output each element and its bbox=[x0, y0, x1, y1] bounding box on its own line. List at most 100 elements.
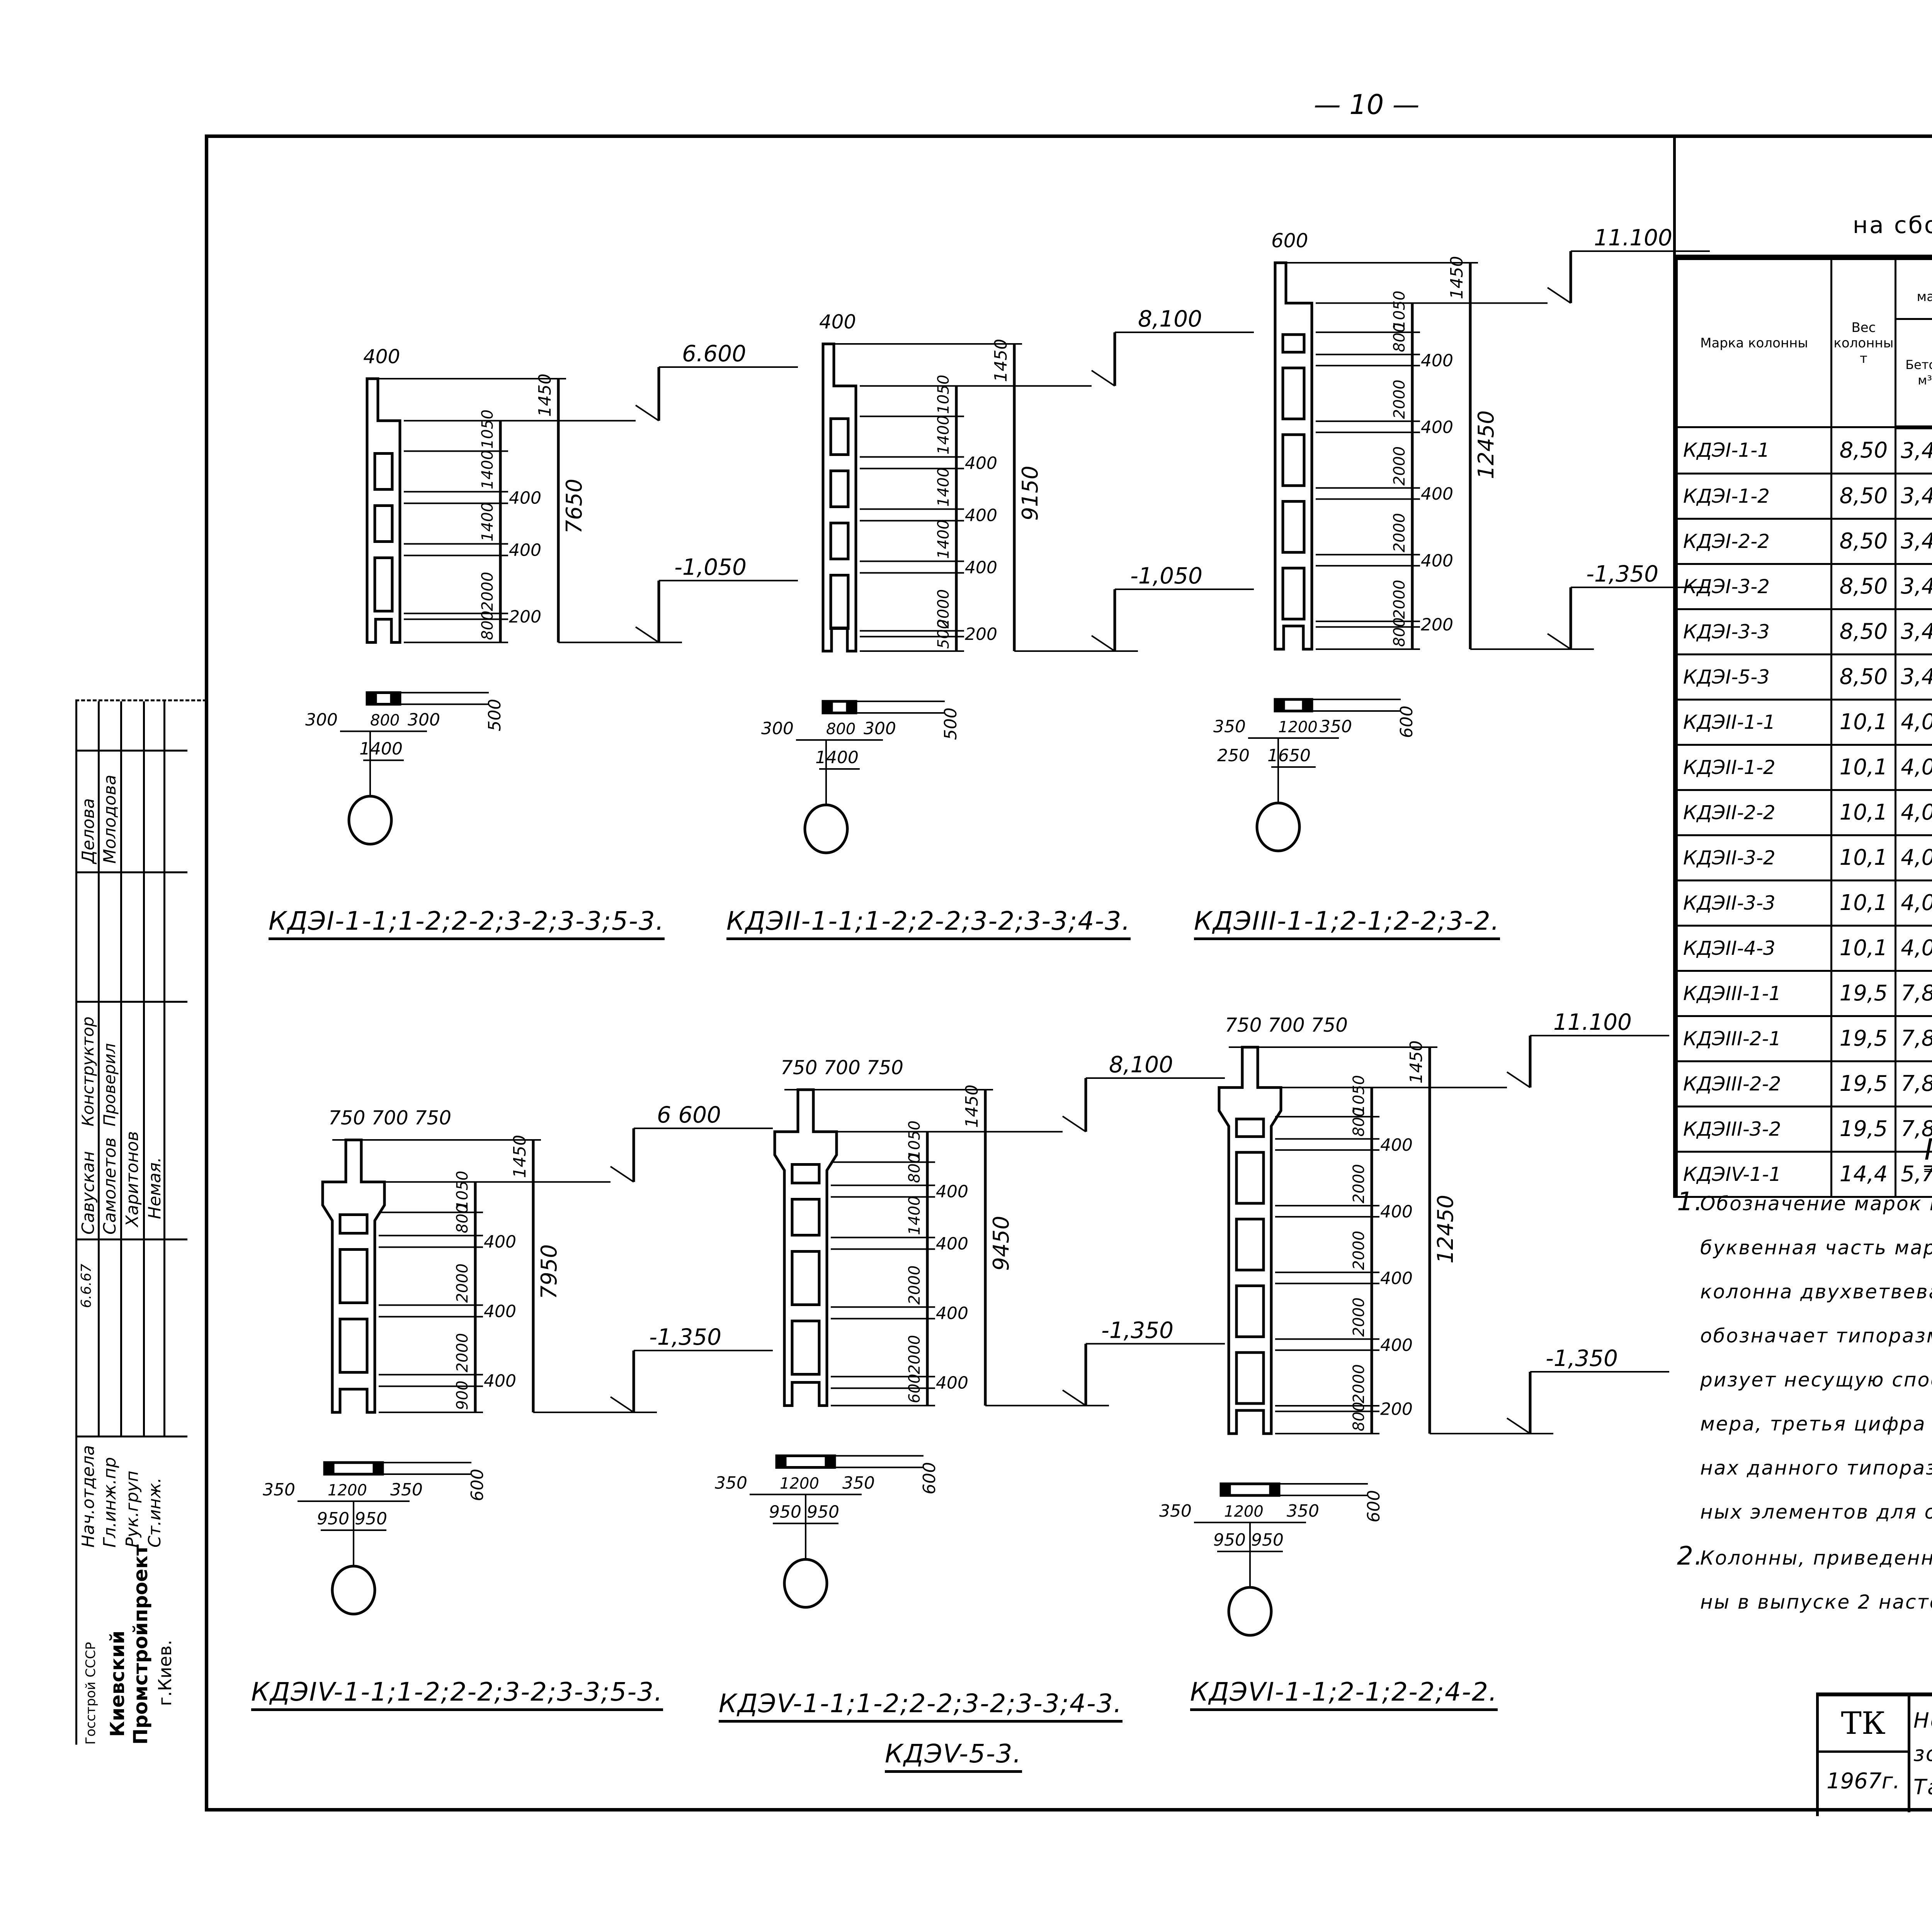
top-width-label: 750 700 750 bbox=[328, 1107, 451, 1129]
dimension-label: 400 bbox=[1421, 551, 1453, 571]
column-opening bbox=[1235, 1218, 1265, 1272]
dimension-label: 1050 bbox=[935, 375, 952, 414]
title-block-year: 1967г. bbox=[1819, 1750, 1910, 1812]
dimension-label: 2000 bbox=[1350, 1364, 1368, 1403]
column-opening bbox=[829, 417, 850, 456]
section-width-label: 350 bbox=[1287, 1501, 1319, 1521]
section-branch bbox=[372, 1461, 384, 1476]
column-opening bbox=[338, 1248, 369, 1304]
cell-concrete: 4,02 bbox=[1895, 834, 1932, 881]
stamp-role: Проверил bbox=[100, 1043, 119, 1126]
column-drawing-svg: 1450105080040020004002000400200040020002… bbox=[1159, 1009, 1669, 1637]
column-drawing-svg: 1450105080040014004002000400200040060094… bbox=[715, 1051, 1225, 1609]
drawing-caption: КДЭV-5-3. bbox=[885, 1739, 1022, 1773]
section-branch bbox=[821, 700, 833, 714]
cell-weight: 8,50 bbox=[1830, 426, 1897, 475]
cell-mark: КДЭIII-3-2 bbox=[1675, 1105, 1833, 1153]
dimension-label: 400 bbox=[484, 1232, 516, 1252]
cell-mark: КДЭIII-2-2 bbox=[1675, 1060, 1833, 1107]
materials-table-subtitle: на сборные железобетонные конструкции. bbox=[1676, 212, 1932, 258]
note-text: Колонны, приведенные на данном листе, ра… bbox=[1700, 1547, 1932, 1569]
axis-marker-circle bbox=[1227, 1586, 1273, 1637]
top-width-label: 400 bbox=[819, 311, 856, 333]
cell-mark: КДЭI-1-1 bbox=[1675, 426, 1833, 475]
elevation-top-label: 8,100 bbox=[1109, 1051, 1173, 1078]
cell-concrete: 4,02 bbox=[1895, 698, 1932, 746]
dimension-label: 1400 bbox=[935, 468, 952, 507]
dimension-label: 1450 bbox=[510, 1135, 530, 1178]
header-mark: Марка колонны bbox=[1675, 258, 1833, 428]
section-branch bbox=[390, 691, 401, 706]
section-total-label: 950 950 bbox=[769, 1502, 839, 1522]
section-width-label: 350 bbox=[263, 1480, 295, 1500]
column-opening bbox=[1235, 1118, 1265, 1138]
table-header-row: Марка колонны Вес колонны т Расход матер… bbox=[1675, 258, 1932, 428]
materials-table-title: Расход материалов bbox=[1676, 134, 1932, 212]
section-branch bbox=[1219, 1482, 1231, 1497]
stamp-org: Промстройпроект bbox=[129, 1544, 152, 1745]
cell-weight: 8,50 bbox=[1830, 653, 1897, 701]
dimension-label: 800 bbox=[1391, 617, 1408, 647]
cell-mark: КДЭIII-1-1 bbox=[1675, 970, 1833, 1017]
cell-concrete: 7,80 bbox=[1895, 1105, 1932, 1153]
dimension-label: 400 bbox=[1380, 1135, 1413, 1155]
elevation-bottom-label: -1,350 bbox=[1101, 1317, 1173, 1344]
elevation-top-label: 11.100 bbox=[1553, 1009, 1632, 1035]
stamp-name: Савускан bbox=[78, 1151, 98, 1235]
cell-concrete: 3,41 bbox=[1895, 563, 1932, 610]
cell-weight: 19,5 bbox=[1830, 1015, 1897, 1062]
cell-weight: 8,50 bbox=[1830, 517, 1897, 565]
dimension-label: 1400 bbox=[935, 520, 952, 559]
cell-mark: КДЭII-1-2 bbox=[1675, 743, 1833, 791]
note-line: 2.Колонны, приведенные на данном листе, … bbox=[1677, 1534, 1932, 1580]
cell-weight: 10,1 bbox=[1830, 879, 1897, 927]
column-opening bbox=[1235, 1284, 1265, 1338]
top-width-label: 600 bbox=[1271, 230, 1308, 252]
dimension-label: 2000 bbox=[1350, 1231, 1368, 1270]
note-line: буквенная часть марки КДЭ. обозначает ти… bbox=[1700, 1237, 1932, 1259]
stamp-org: Госстрой СССР bbox=[83, 1642, 99, 1745]
section-width-label: 350 bbox=[1213, 717, 1246, 737]
elevation-arrow bbox=[635, 405, 660, 422]
cell-mark: КДЭII-3-3 bbox=[1675, 879, 1833, 927]
dimension-label: 2000 bbox=[906, 1335, 923, 1374]
section-width-label: 350 bbox=[1159, 1501, 1192, 1521]
note-item: 1.Обозначение марок колонн принято следу… bbox=[1677, 1180, 1932, 1534]
column-outline bbox=[773, 1088, 838, 1407]
top-width-label: 750 700 750 bbox=[781, 1056, 903, 1079]
drawing-caption: КДЭV-1-1;1-2;2-2;3-2;3-3;4-3. bbox=[719, 1689, 1122, 1723]
dimension-label: 2000 bbox=[935, 589, 952, 629]
cell-weight: 8,50 bbox=[1830, 472, 1897, 520]
table-row: КДЭIV-1-114,45,74563,330098 bbox=[1675, 1150, 1932, 1198]
section-offset-label: 250 bbox=[1217, 746, 1250, 765]
title-line: Таблица расхода материалов. bbox=[1913, 1775, 1932, 1799]
elevation-arrow bbox=[1091, 635, 1116, 652]
axis-marker-circle bbox=[347, 795, 393, 845]
dimension-label: 1450 bbox=[991, 339, 1011, 382]
table-row: КДЭIII-1-119,57,80796,8300103КДЭVI-1-120… bbox=[1675, 970, 1932, 1017]
table-row: КДЭII-1-210,14,02560,1300139КДЭV-2-216,7… bbox=[1675, 743, 1932, 791]
dimension-label: 1450 bbox=[1406, 1040, 1426, 1084]
dimension-label: 800 bbox=[454, 1204, 471, 1233]
column-elevation bbox=[298, 1128, 773, 1616]
section-branch bbox=[775, 1454, 787, 1469]
cell-concrete: 5,74 bbox=[1895, 1150, 1932, 1198]
column-elevation bbox=[1248, 250, 1710, 852]
section-width-label: 1200 bbox=[1224, 1503, 1264, 1521]
dimension-label: 1400 bbox=[935, 415, 952, 455]
axis-marker-circle bbox=[1255, 801, 1301, 852]
cell-concrete: 3,41 bbox=[1895, 426, 1932, 475]
elevation-arrow bbox=[1062, 1389, 1087, 1407]
table-row: КДЭIII-2-219,57,80974,4300125КДЭVI-2-220… bbox=[1675, 1060, 1932, 1107]
column-opening bbox=[1235, 1351, 1265, 1405]
stamp-org: г.Киев. bbox=[155, 1640, 175, 1706]
elevation-bottom-label: -1,050 bbox=[1130, 563, 1202, 589]
cell-concrete: 4,02 bbox=[1895, 879, 1932, 927]
cell-weight: 10,1 bbox=[1830, 743, 1897, 791]
cell-concrete: 3,41 bbox=[1895, 608, 1932, 655]
total-height-label: 7950 bbox=[537, 1244, 562, 1300]
elevation-arrow bbox=[1547, 633, 1571, 650]
